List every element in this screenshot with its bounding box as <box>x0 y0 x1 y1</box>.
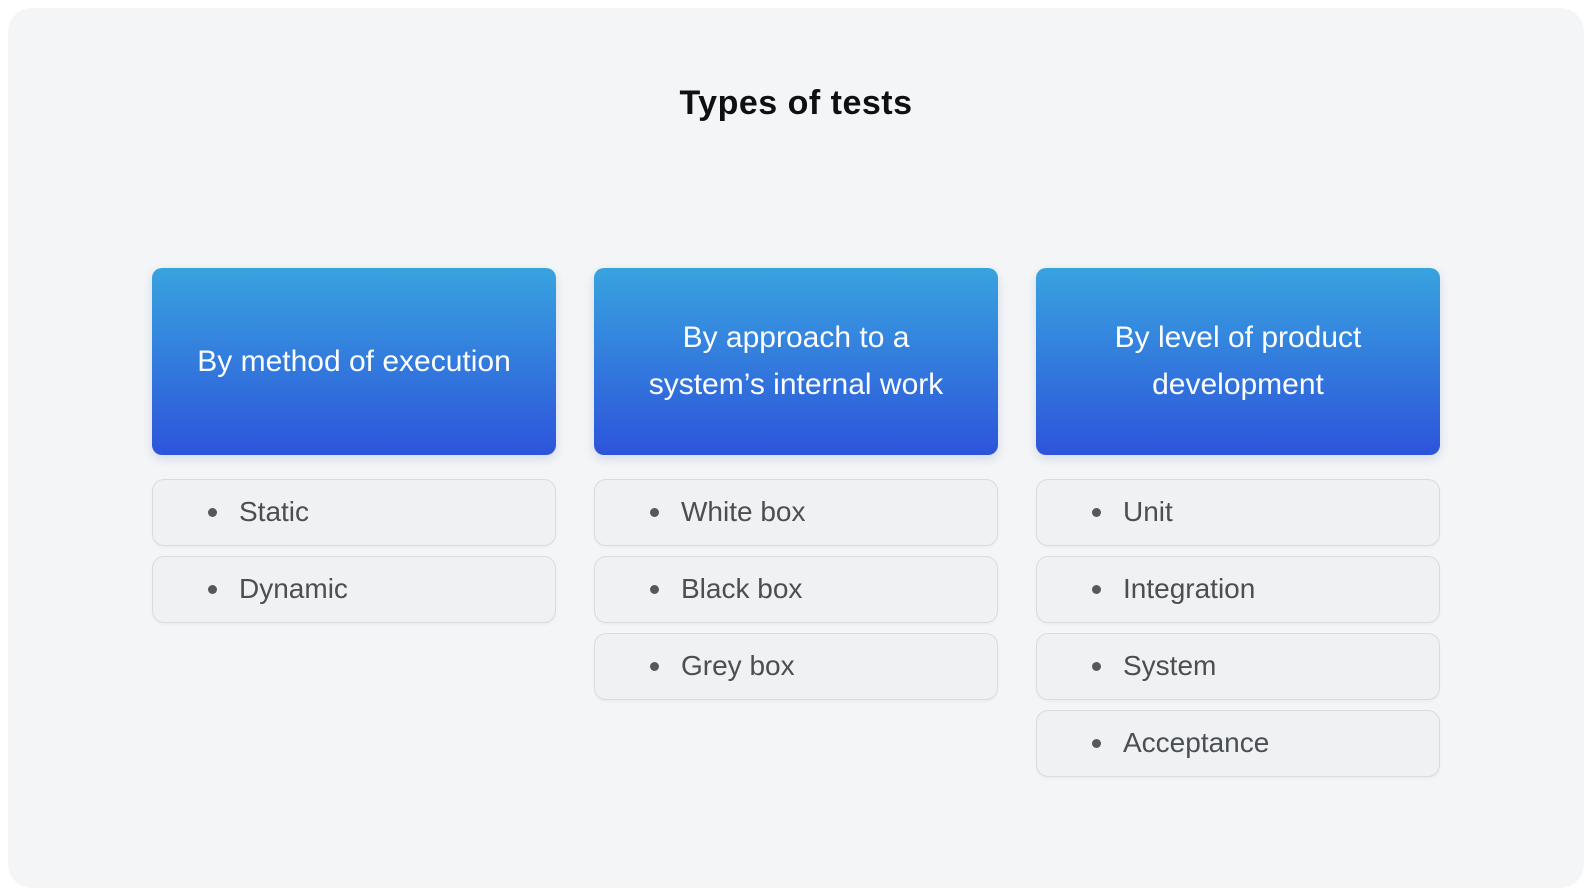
bullet-icon <box>208 507 217 517</box>
bullet-icon <box>1092 661 1101 671</box>
item-list: White box Black box Grey box <box>594 478 998 700</box>
category-column: By level of product development Unit Int… <box>1036 267 1440 777</box>
category-column: By approach to a system’s internal work … <box>594 267 998 777</box>
list-item: Unit <box>1036 478 1440 546</box>
list-item-label: Black box <box>681 573 803 605</box>
category-header-card: By approach to a system’s internal work <box>594 267 998 455</box>
bullet-icon <box>1092 507 1101 517</box>
list-item: Black box <box>594 555 998 623</box>
list-item: Acceptance <box>1036 709 1440 777</box>
page-title: Types of tests <box>679 84 913 122</box>
category-header-card: By method of execution <box>152 267 556 455</box>
list-item-label: Dynamic <box>239 573 348 605</box>
list-item: Static <box>152 478 556 546</box>
list-item-label: Grey box <box>681 650 795 682</box>
category-header-label: By approach to a system’s internal work <box>648 321 944 402</box>
item-list: Unit Integration System Acceptance <box>1036 478 1440 777</box>
category-header-label: By level of product development <box>1114 321 1362 402</box>
bullet-icon <box>1092 584 1101 594</box>
list-item: Dynamic <box>152 555 556 623</box>
list-item: System <box>1036 632 1440 700</box>
list-item-label: Static <box>239 496 310 528</box>
infographic-panel: Types of tests By method of execution St… <box>8 8 1584 888</box>
list-item: Integration <box>1036 555 1440 623</box>
columns-container: By method of execution Static Dynamic By… <box>8 267 1584 777</box>
item-list: Static Dynamic <box>152 478 556 623</box>
category-column: By method of execution Static Dynamic <box>152 267 556 777</box>
category-header-card: By level of product development <box>1036 267 1440 455</box>
list-item-label: Integration <box>1123 573 1256 605</box>
list-item-label: System <box>1123 650 1217 682</box>
bullet-icon <box>208 584 217 594</box>
list-item-label: Unit <box>1123 496 1173 528</box>
list-item-label: White box <box>681 496 806 528</box>
bullet-icon <box>650 507 659 517</box>
list-item-label: Acceptance <box>1123 727 1270 759</box>
bullet-icon <box>650 584 659 594</box>
list-item: Grey box <box>594 632 998 700</box>
bullet-icon <box>1092 738 1101 748</box>
category-header-label: By method of execution <box>197 344 511 378</box>
bullet-icon <box>650 661 659 671</box>
list-item: White box <box>594 478 998 546</box>
